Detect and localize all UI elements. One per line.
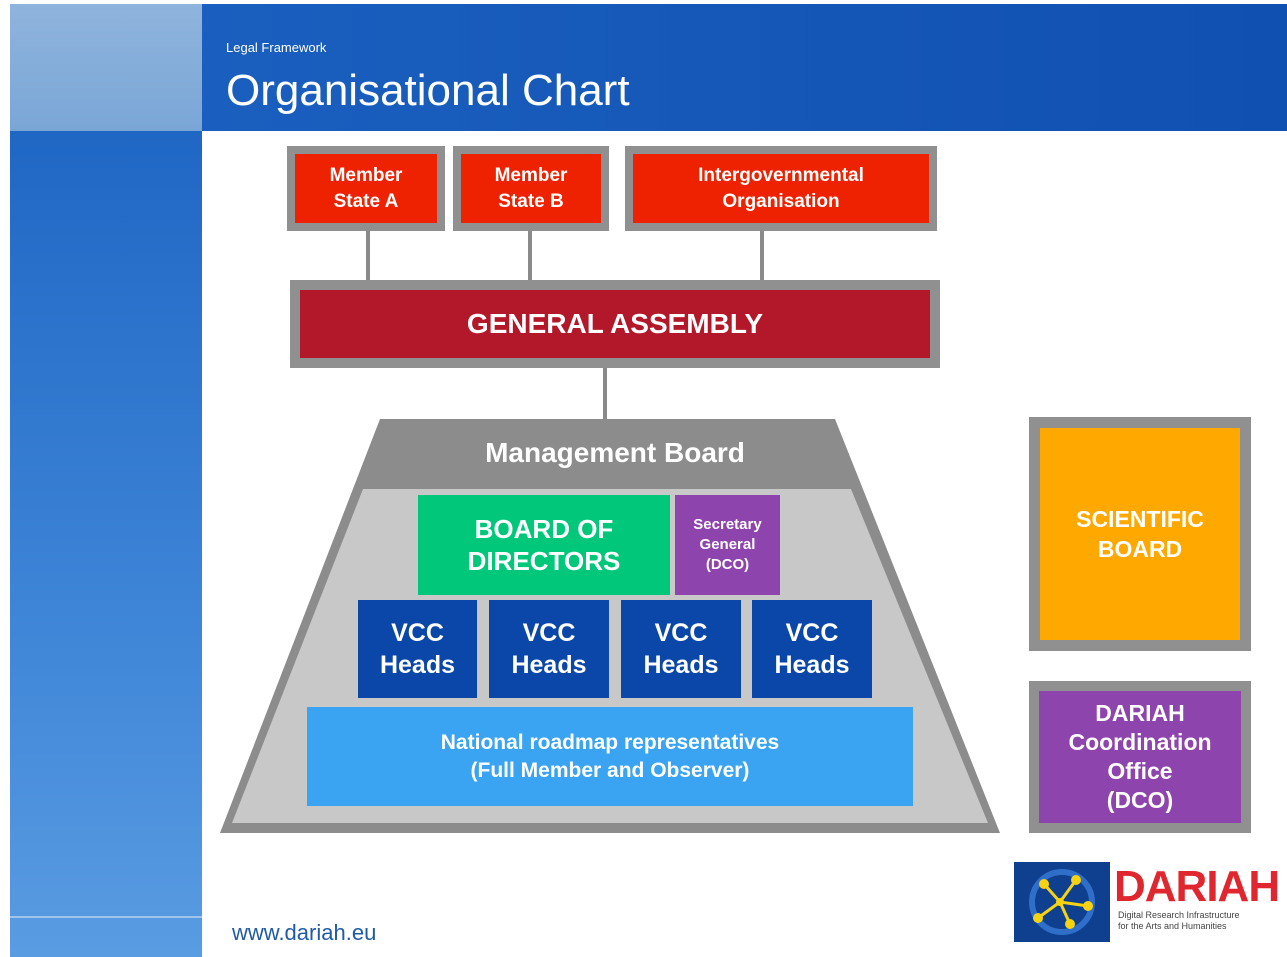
dco-frame: DARIAH Coordination Office (DCO) <box>1029 681 1251 833</box>
vcc-heads-box: VCC Heads <box>621 600 741 698</box>
board-of-directors-box: BOARD OF DIRECTORS <box>418 495 670 595</box>
sidebar-band <box>10 131 202 957</box>
slide-subtitle: Legal Framework <box>226 40 327 55</box>
connector-line <box>366 231 370 281</box>
vcc-heads-box: VCC Heads <box>752 600 872 698</box>
connector-line <box>760 231 764 281</box>
header-band <box>202 4 1287 131</box>
slide-title: Organisational Chart <box>226 66 630 115</box>
dariah-logo-tagline: Digital Research Infrastructure for the … <box>1118 910 1240 931</box>
management-board-label: Management Board <box>485 437 745 468</box>
website-url[interactable]: www.dariah.eu <box>232 920 377 945</box>
general-assembly-box: GENERAL ASSEMBLY <box>300 290 930 358</box>
national-representatives-box: National roadmap representatives (Full M… <box>307 707 913 806</box>
sidebar-divider <box>10 916 202 918</box>
member-state-b-frame: Member State B <box>453 146 609 231</box>
scientific-board-box: SCIENTIFIC BOARD <box>1040 428 1240 640</box>
sidebar-top-band <box>10 4 202 131</box>
connector-line <box>603 368 607 420</box>
general-assembly-frame: GENERAL ASSEMBLY <box>290 280 940 368</box>
dariah-logo-wordmark: DARIAH <box>1114 862 1280 911</box>
member-state-b-box: Member State B <box>461 154 601 223</box>
scientific-board-frame: SCIENTIFIC BOARD <box>1029 417 1251 651</box>
vcc-heads-box: VCC Heads <box>358 600 477 698</box>
connector-line <box>528 231 532 281</box>
dariah-logo-icon <box>1014 862 1110 942</box>
secretary-general-box: Secretary General (DCO) <box>675 495 780 595</box>
member-state-a-box: Member State A <box>295 154 437 223</box>
dco-box: DARIAH Coordination Office (DCO) <box>1039 691 1241 823</box>
vcc-heads-box: VCC Heads <box>489 600 609 698</box>
igo-frame: Intergovernmental Organisation <box>625 146 937 231</box>
member-state-a-frame: Member State A <box>287 146 445 231</box>
igo-box: Intergovernmental Organisation <box>633 154 929 223</box>
